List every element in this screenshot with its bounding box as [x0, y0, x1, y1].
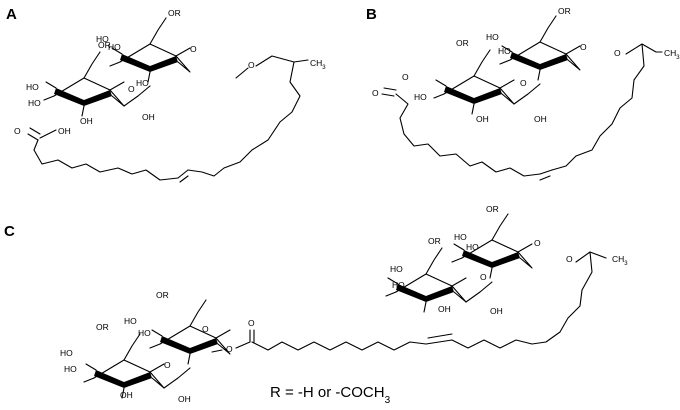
or-label: OR [168, 8, 181, 18]
o-label: O [402, 72, 409, 82]
oh-label: OH [178, 394, 191, 404]
o-label: O [566, 254, 573, 264]
o-label: O [128, 84, 135, 94]
ho-label: HO [390, 264, 403, 274]
o-label: O [520, 78, 527, 88]
o-label: O [480, 272, 487, 282]
panel-b-label: B [366, 6, 377, 23]
ho-label: HO [486, 32, 499, 42]
oh-label: OH [476, 114, 489, 124]
ho-label: HO [64, 364, 77, 374]
ch3-label: CH3 [310, 58, 326, 71]
o-label: O [14, 126, 21, 136]
or-label: OR [96, 322, 109, 332]
ch3-label: CH3 [612, 254, 628, 267]
ho-label: HO [138, 328, 151, 338]
oh-label: OH [534, 114, 547, 124]
oh-label: OH [58, 126, 71, 136]
ho-label: HO [60, 348, 73, 358]
ho-label: HO [96, 34, 109, 44]
ho-label: HO [498, 46, 511, 56]
ho-label: HO [392, 280, 405, 290]
panel-b: B OR OR HO O HO O O HO OH OH O CH3 O [366, 6, 680, 181]
ho-label: HO [136, 78, 149, 88]
panel-a: A OR OR HO O HO O HO HO HO OH OH O CH3 O… [6, 6, 326, 183]
r-group-caption: R = -H or -COCH3 [270, 384, 391, 406]
ho-label: HO [466, 242, 479, 252]
ho-label: HO [26, 82, 39, 92]
oh-label: OH [120, 390, 133, 400]
o-label: O [614, 48, 621, 58]
panel-a-label: A [6, 6, 17, 23]
caption: R = -H or -COCH3 [270, 384, 391, 406]
ho-label: HO [124, 316, 137, 326]
or-label: OR [456, 38, 469, 48]
o-label: O [248, 60, 255, 70]
oh-label: OH [490, 306, 503, 316]
o-label: O [164, 360, 171, 370]
o-label: O [248, 318, 255, 328]
or-label: OR [156, 290, 169, 300]
ch3-label: CH3 [664, 48, 680, 61]
panel-c: C OR OR HO O HO O HO HO OH OH O CH3 OR O… [4, 204, 628, 404]
o-label: O [580, 42, 587, 52]
or-label: OR [558, 6, 571, 16]
or-label: OR [98, 40, 111, 50]
o-label: O [190, 44, 197, 54]
o-label: O [226, 344, 233, 354]
oh-label: OH [80, 116, 93, 126]
o-label: O [372, 88, 379, 98]
o-label: O [534, 238, 541, 248]
ho-label: HO [28, 98, 41, 108]
ho-label: HO [414, 92, 427, 102]
oh-label: OH [142, 112, 155, 122]
ho-label: HO [108, 42, 121, 52]
oh-label: OH [438, 304, 451, 314]
or-label: OR [428, 236, 441, 246]
ho-label: HO [454, 232, 467, 242]
o-label: O [202, 324, 209, 334]
panel-c-label: C [4, 223, 15, 240]
or-label: OR [486, 204, 499, 214]
